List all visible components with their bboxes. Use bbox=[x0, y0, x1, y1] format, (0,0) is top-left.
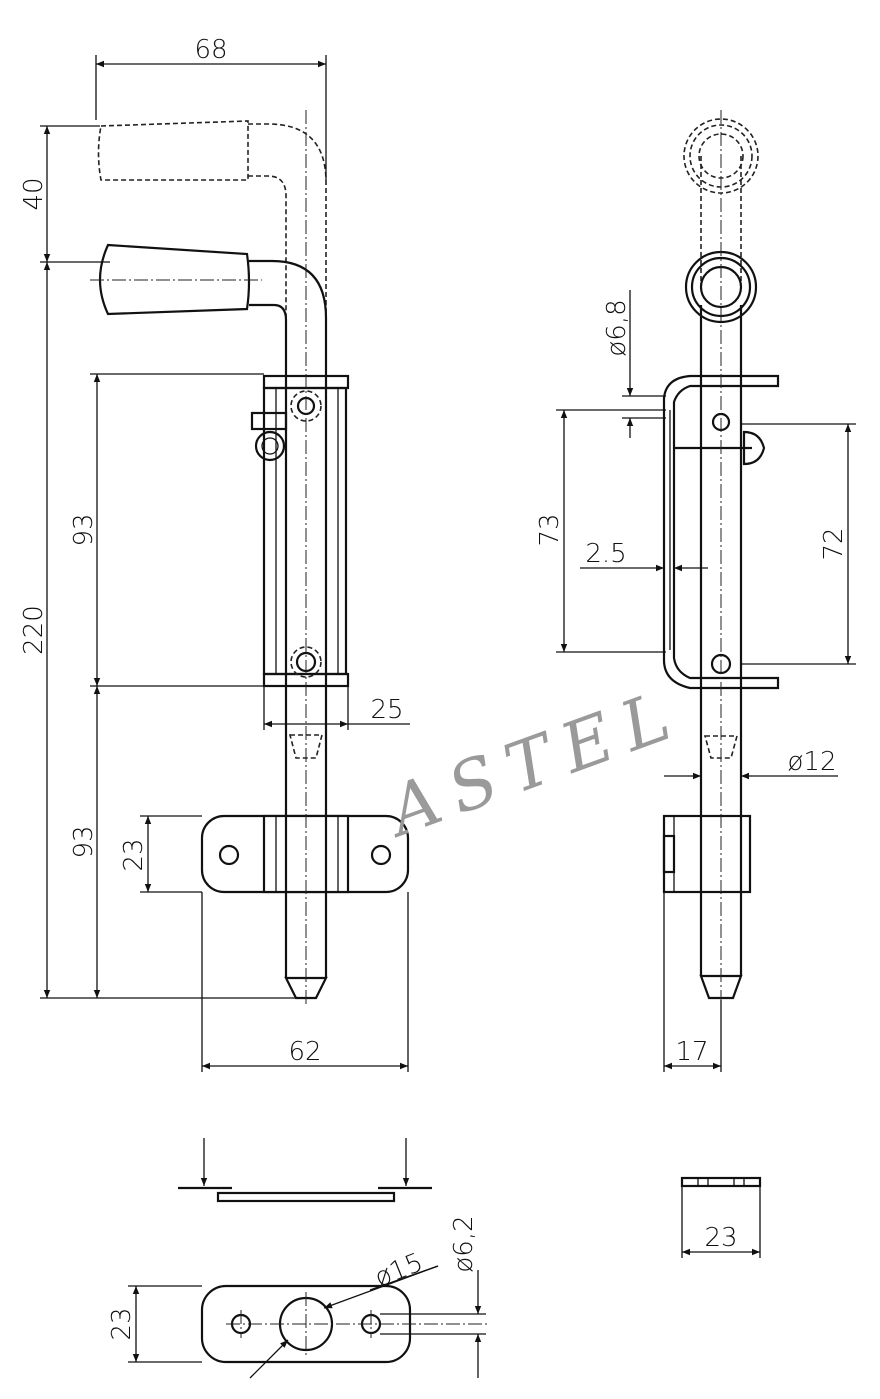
dim-handle-offset: 40 bbox=[19, 177, 49, 210]
handle bbox=[98, 243, 328, 376]
dim-side-length: 73 bbox=[535, 513, 565, 546]
dim-side-length2: 72 bbox=[819, 527, 849, 560]
dim-total-length: 220 bbox=[19, 605, 49, 655]
dim-bracket-width: 25 bbox=[370, 695, 403, 725]
dim-plate-height: 23 bbox=[119, 838, 149, 871]
dim-small-hole-diameter: ø6,2 bbox=[449, 1215, 479, 1272]
front-view bbox=[90, 110, 410, 1005]
dim-bottom-plate-height: 23 bbox=[107, 1307, 137, 1340]
dim-lower-length: 93 bbox=[69, 825, 99, 858]
dim-bore-diameter: ø15 bbox=[371, 1247, 428, 1293]
dim-upper-length: 93 bbox=[69, 513, 99, 546]
mounting-plate bbox=[200, 814, 410, 894]
raised-handle-ghost bbox=[97, 120, 327, 380]
dim-pin-diameter: ø12 bbox=[788, 747, 837, 777]
dim-plate-width: 62 bbox=[288, 1037, 321, 1067]
plate-top-view bbox=[178, 1138, 432, 1203]
plate-bottom-view bbox=[128, 1265, 490, 1379]
dim-hole-diameter: ø6,8 bbox=[602, 299, 632, 356]
front-dimensions bbox=[40, 55, 410, 1072]
side-view bbox=[662, 110, 780, 1005]
watermark: ASTEL bbox=[373, 673, 693, 854]
side-dimensions bbox=[556, 290, 856, 1072]
dim-thickness: 2.5 bbox=[585, 539, 626, 569]
end-view bbox=[680, 1176, 762, 1258]
dim-end-view-width: 23 bbox=[704, 1223, 737, 1253]
dim-top-width: 68 bbox=[194, 35, 227, 65]
housing bbox=[250, 374, 350, 688]
dim-depth: 17 bbox=[675, 1037, 708, 1067]
